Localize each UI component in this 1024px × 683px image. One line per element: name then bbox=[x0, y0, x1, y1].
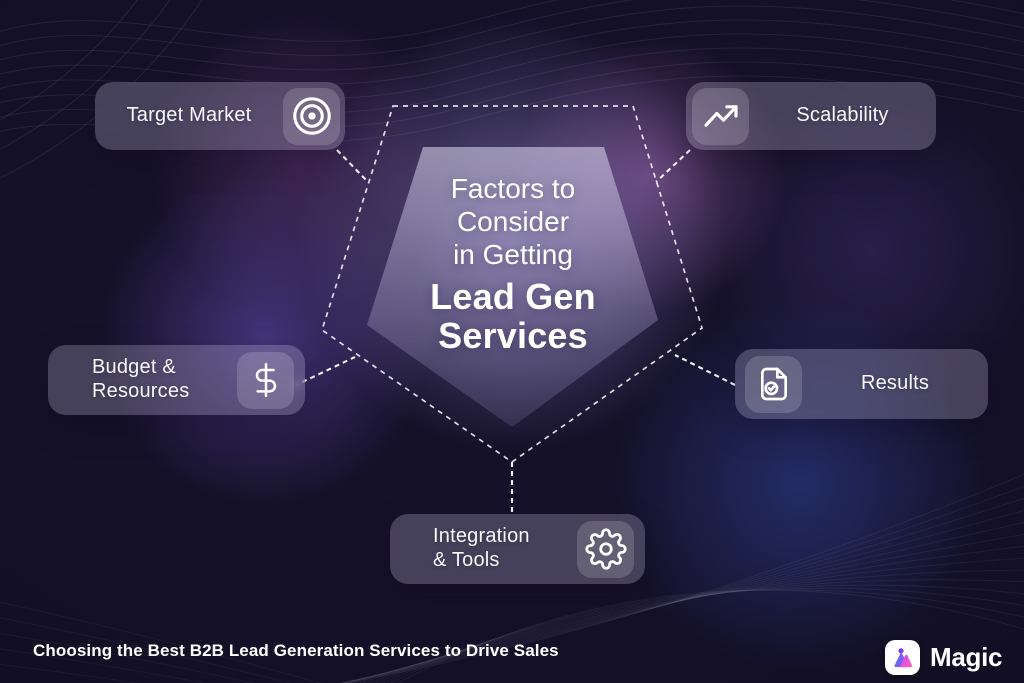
factor-label-line: & Tools bbox=[433, 549, 500, 571]
factor-pill-target-market[interactable]: Target Market bbox=[95, 82, 345, 150]
central-title: Factors to Consider in Getting Lead Gen … bbox=[430, 172, 596, 355]
connector-scalability bbox=[655, 149, 691, 183]
factor-label-line: Budget & bbox=[92, 356, 176, 379]
magic-m-icon bbox=[894, 648, 913, 668]
title-line: in Getting bbox=[453, 239, 573, 270]
factor-pill-results[interactable]: Results bbox=[735, 349, 988, 419]
factor-label: Target Market bbox=[126, 104, 252, 127]
icon-tile bbox=[745, 355, 802, 413]
factor-pill-integration-tools[interactable]: Integration & Tools bbox=[390, 514, 645, 584]
connector-target-market bbox=[336, 149, 369, 183]
target-icon bbox=[292, 97, 331, 135]
title-line-bold: Lead Gen bbox=[430, 276, 596, 317]
factor-label-line: Integration bbox=[433, 525, 530, 548]
brand-logo-tile bbox=[885, 640, 920, 675]
trending-up-icon bbox=[703, 105, 738, 127]
gear-icon bbox=[584, 528, 627, 570]
icon-tile bbox=[577, 520, 634, 578]
title-line-bold: Services bbox=[438, 315, 588, 356]
icon-tile bbox=[283, 87, 340, 145]
factor-pill-budget-resources[interactable]: Budget & Resources bbox=[48, 345, 305, 415]
icon-tile bbox=[692, 87, 749, 145]
icon-tile bbox=[237, 351, 294, 409]
factor-label: Integration & Tools bbox=[390, 525, 577, 572]
title-line: Factors to bbox=[450, 173, 576, 204]
footer-caption: Choosing the Best B2B Lead Generation Se… bbox=[33, 641, 559, 660]
brand-name: Magic bbox=[930, 642, 1003, 672]
factor-label: Results bbox=[860, 372, 930, 395]
factor-label: Budget & Resources bbox=[48, 356, 237, 403]
factor-label-line: Resources bbox=[92, 380, 190, 402]
document-check-icon bbox=[760, 367, 787, 401]
title-line: Consider bbox=[456, 206, 570, 237]
brand-logo: Magic bbox=[885, 640, 1002, 675]
factor-label: Scalability bbox=[796, 104, 889, 127]
connector-results bbox=[674, 354, 736, 386]
factor-pill-scalability[interactable]: Scalability bbox=[686, 82, 936, 150]
dollar-icon bbox=[255, 362, 276, 398]
